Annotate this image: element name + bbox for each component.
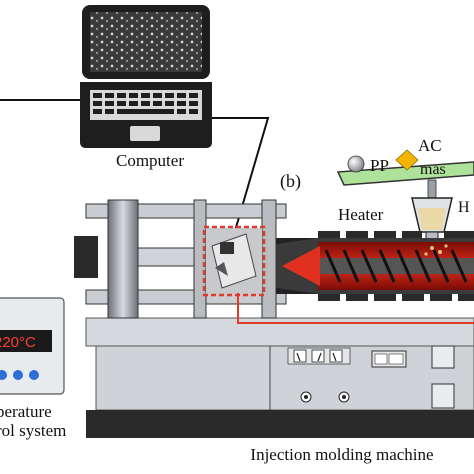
temp-system-label-line2: rol system <box>0 421 66 440</box>
temperature-wire <box>237 293 474 324</box>
panel-label: (b) <box>280 171 301 192</box>
temperature-controller-icon <box>0 297 65 395</box>
computer-label: Computer <box>116 151 184 170</box>
temp-system-label-line1: perature <box>0 402 52 421</box>
hopper-icon <box>411 179 453 247</box>
screw-icon <box>320 249 474 283</box>
ac-pellet-icon <box>395 149 419 171</box>
heater-label: Heater <box>338 205 384 224</box>
gauge-panel <box>287 345 455 409</box>
machine-label: Injection molding machine <box>250 445 433 464</box>
ac-label: AC <box>418 136 442 155</box>
masterbatch-label: mas <box>420 161 446 178</box>
hopper-label: H <box>458 199 470 216</box>
feed-tray <box>336 161 474 186</box>
pp-pellet-icon <box>347 155 365 173</box>
computer-icon <box>80 5 212 148</box>
mold-icon <box>202 225 266 297</box>
temperature-readout: 220°C <box>0 334 36 351</box>
pp-label: PP <box>370 156 389 175</box>
machine-base <box>86 410 474 438</box>
machine-cabinet <box>95 345 474 411</box>
heater-bands <box>318 231 474 301</box>
molten-material <box>424 244 448 256</box>
